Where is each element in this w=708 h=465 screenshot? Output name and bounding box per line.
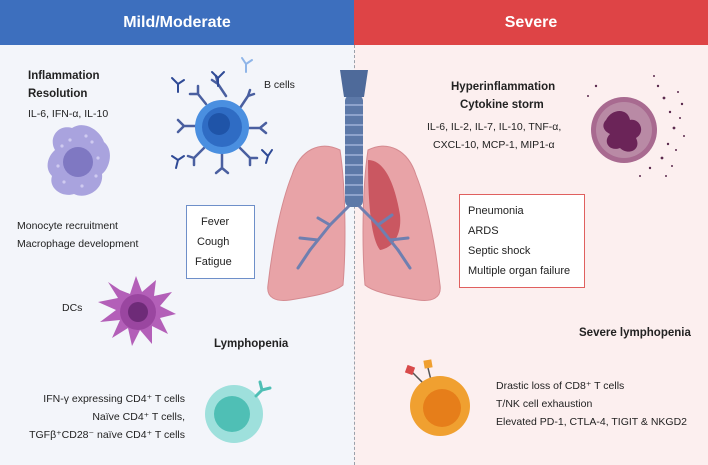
dendritic-cell-icon xyxy=(98,276,176,346)
mild-moderate-header: Mild/Moderate xyxy=(0,0,354,45)
b-cell-icon xyxy=(171,57,273,175)
severe-tcell-line-2: T/NK cell exhaustion xyxy=(496,398,593,410)
severe-header: Severe xyxy=(354,0,708,45)
inflammation-label: Inflammation xyxy=(28,70,100,82)
dcs-label: DCs xyxy=(62,302,83,314)
naive-t-cell-icon xyxy=(205,380,272,443)
macrophage-icon xyxy=(47,125,110,196)
lungs-icon xyxy=(267,70,441,301)
macrophage-development-label: Macrophage development xyxy=(17,238,139,250)
complication-multiple-organ-failure: Multiple organ failure xyxy=(468,265,571,277)
cytokine-storm-label: Cytokine storm xyxy=(460,99,544,111)
tcell-line-1: IFN-γ expressing CD4⁺ T cells xyxy=(43,393,185,405)
neutrophil-icon xyxy=(587,75,685,177)
trachea-icon xyxy=(340,70,368,207)
tcell-line-3: TGFβ⁺CD28⁻ naïve CD4⁺ T cells xyxy=(29,429,185,441)
complications-box: Pneumonia ARDS Septic shock Multiple org… xyxy=(459,194,585,288)
complication-septic-shock: Septic shock xyxy=(468,245,531,257)
b-cells-label: B cells xyxy=(264,79,295,91)
symptom-cough: Cough xyxy=(197,236,230,248)
severe-lymphopenia-label: Severe lymphopenia xyxy=(579,327,691,339)
symptom-fatigue: Fatigue xyxy=(195,256,232,268)
cd8-t-cell-icon xyxy=(404,359,470,436)
severe-tcell-line-3: Elevated PD-1, CTLA-4, TIGIT & NKGD2 xyxy=(496,416,688,428)
monocyte-recruitment-label: Monocyte recruitment xyxy=(17,220,118,232)
hyperinflammation-label: Hyperinflammation xyxy=(451,81,556,93)
symptoms-box: Fever Cough Fatigue xyxy=(186,205,255,279)
center-divider xyxy=(354,45,355,465)
complication-pneumonia: Pneumonia xyxy=(468,205,524,217)
tcell-line-2: Naïve CD4⁺ T cells, xyxy=(92,411,185,423)
complication-ards: ARDS xyxy=(468,225,499,237)
symptom-fever: Fever xyxy=(201,216,230,228)
lymphopenia-label: Lymphopenia xyxy=(214,338,289,350)
severe-cytokines-line-2: CXCL-10, MCP-1, MIP1-α xyxy=(433,139,555,151)
mild-cytokines: IL-6, IFN-α, IL-10 xyxy=(28,108,109,120)
resolution-label: Resolution xyxy=(28,88,88,100)
severe-cytokines-line-1: IL-6, IL-2, IL-7, IL-10, TNF-α, xyxy=(427,121,562,133)
severe-tcell-line-1: Drastic loss of CD8⁺ T cells xyxy=(496,380,625,392)
